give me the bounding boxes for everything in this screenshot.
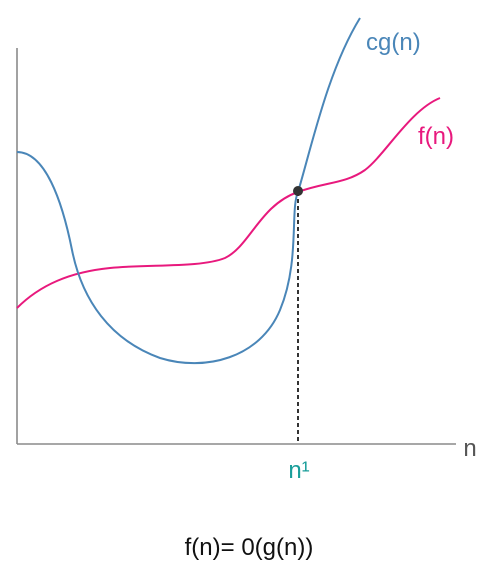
formula-caption: f(n)= 0(g(n)) <box>185 534 314 561</box>
intersection-point <box>293 186 303 196</box>
cg-curve-label: cg(n) <box>366 29 421 56</box>
f-curve <box>16 97 441 309</box>
x-axis-label: n <box>463 435 476 462</box>
f-curve-label: f(n) <box>418 123 454 150</box>
intersection-label: n¹ <box>288 457 309 484</box>
cg-curve <box>16 17 361 365</box>
